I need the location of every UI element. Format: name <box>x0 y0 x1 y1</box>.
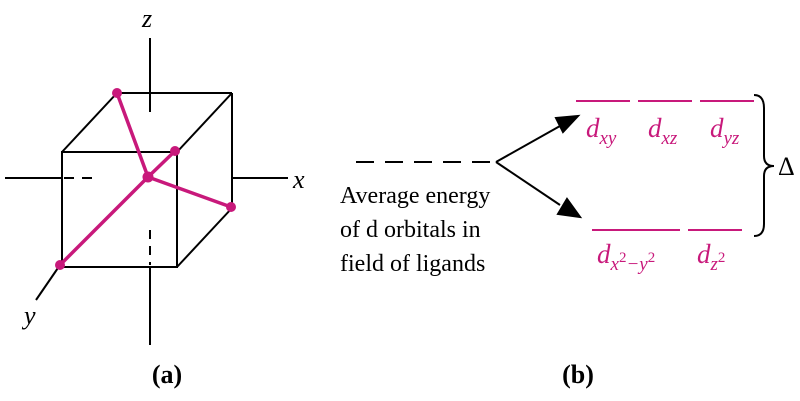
ligand-dot <box>170 146 180 156</box>
y-axis-label: y <box>21 301 36 330</box>
panel-a-cube-diagram <box>5 38 288 345</box>
arrow-down-line <box>495 161 561 206</box>
ligand-bonds <box>58 91 233 267</box>
x-axis-label: x <box>292 165 305 194</box>
splitting-arrows <box>495 114 583 219</box>
splitting-brace <box>753 94 775 237</box>
cube-edge <box>176 92 233 153</box>
panel-b-label: (b) <box>562 360 594 389</box>
ligand-dot <box>112 88 122 98</box>
y-axis-front <box>35 264 61 301</box>
description-line-1: Average energy <box>340 183 490 209</box>
ligand-atoms <box>55 88 236 270</box>
arrow-up-head <box>554 114 581 134</box>
orbital-label-dyz: dyz <box>710 113 740 149</box>
ligand-dot <box>226 202 236 212</box>
description-line-3: field of ligands <box>340 251 485 277</box>
orbital-label-dxz: dxz <box>648 113 678 149</box>
ligand-dot <box>55 260 65 270</box>
arrow-up-line <box>495 125 561 163</box>
bond-top-back <box>115 91 150 179</box>
orbital-label-dz2: dz2 <box>697 239 725 275</box>
orbital-label-dxy: dxy <box>586 113 617 149</box>
cube-front-face <box>61 151 178 268</box>
z-axis-label: z <box>141 4 152 33</box>
panel-a-label: (a) <box>152 360 182 389</box>
description-line-2: of d orbitals in <box>340 217 481 243</box>
splitting-delta-label: Δ <box>778 152 795 181</box>
cube-edge <box>61 92 118 153</box>
arrow-down-head <box>556 197 583 219</box>
bond-front-left <box>58 175 150 267</box>
orbital-label-dx2-y2: dx2−y2 <box>597 239 655 275</box>
bond-right <box>146 175 233 209</box>
bond-upper-right <box>146 149 177 179</box>
cube-edge <box>176 207 233 268</box>
metal-center-dot <box>142 171 154 183</box>
